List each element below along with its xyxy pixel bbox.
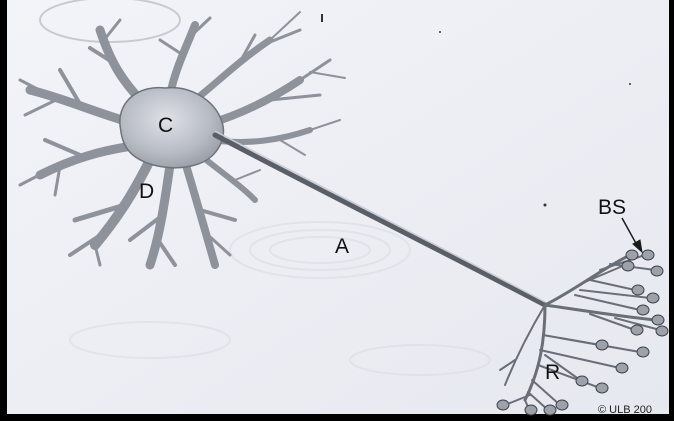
copyright-notice: © ULB 200: [598, 405, 652, 416]
label-cell-body: C: [158, 115, 173, 136]
label-dendrite: D: [139, 181, 154, 202]
label-branches: R: [545, 362, 560, 383]
right-border: [669, 0, 674, 421]
bottom-border: [0, 414, 674, 421]
left-border: [0, 0, 7, 421]
label-synaptic-boutons: BS: [598, 197, 626, 218]
label-axon: A: [335, 236, 349, 257]
